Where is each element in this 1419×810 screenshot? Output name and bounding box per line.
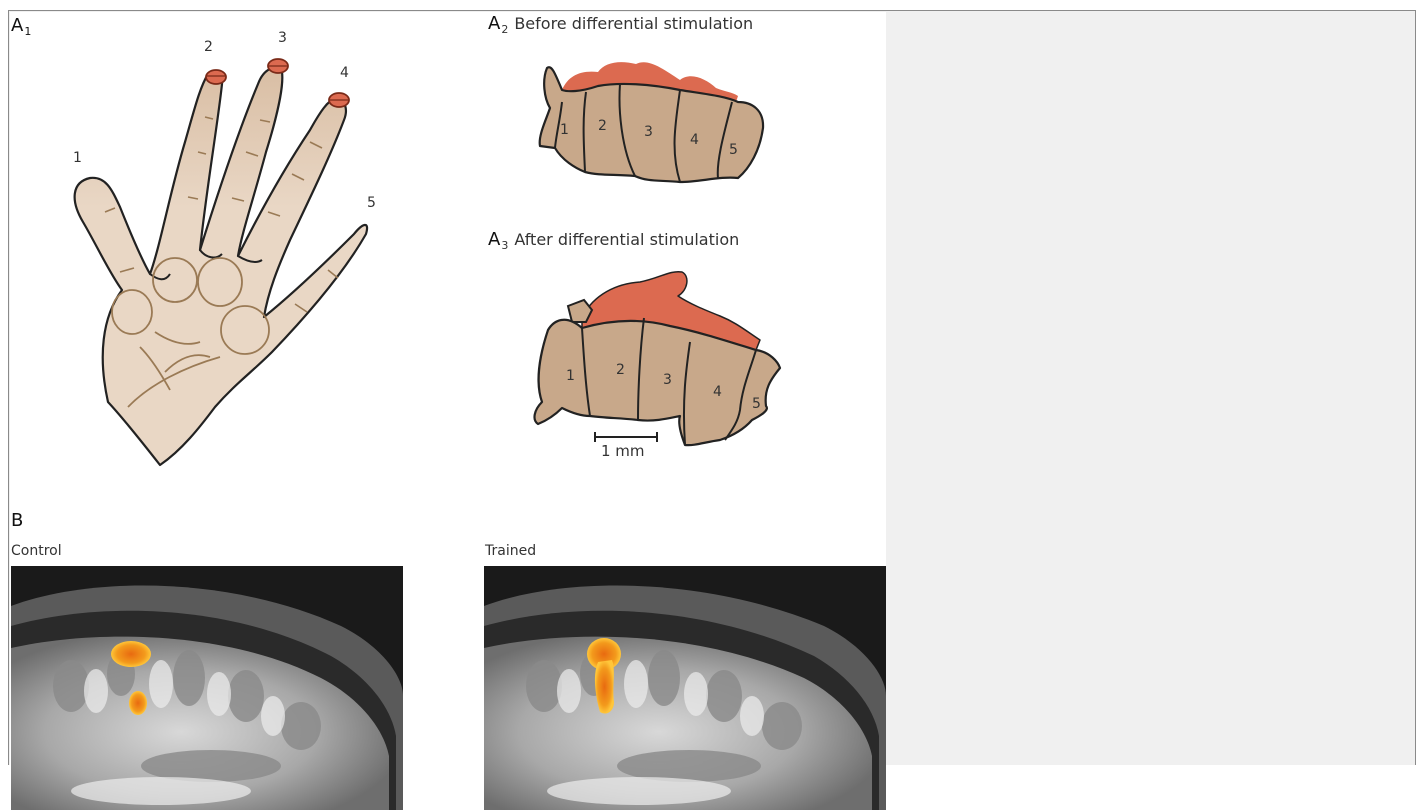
figure-canvas: A1 bbox=[10, 12, 886, 810]
before-region-3: 3 bbox=[644, 124, 653, 140]
after-region-1: 1 bbox=[566, 368, 575, 384]
finger-label-5: 5 bbox=[367, 195, 376, 211]
before-region-2: 2 bbox=[598, 118, 607, 134]
mri-scan-trained bbox=[484, 566, 886, 810]
cortical-map-before: 1 2 3 4 5 bbox=[520, 50, 780, 190]
finger-label-4: 4 bbox=[340, 65, 349, 81]
panel-label-b: B bbox=[11, 510, 23, 531]
mri-scan-control bbox=[11, 566, 403, 810]
after-region-3: 3 bbox=[663, 372, 672, 388]
after-region-5: 5 bbox=[752, 396, 761, 412]
after-region-2: 2 bbox=[616, 362, 625, 378]
scan-label-control: Control bbox=[11, 543, 62, 559]
after-region-4: 4 bbox=[713, 384, 722, 400]
finger-label-1: 1 bbox=[73, 150, 82, 166]
hand-illustration: 1 2 3 4 5 bbox=[10, 12, 430, 482]
before-region-1: 1 bbox=[560, 122, 569, 138]
cortical-map-after: 1 2 3 4 5 bbox=[520, 270, 800, 450]
before-region-5: 5 bbox=[729, 142, 738, 158]
scale-bar-label: 1 mm bbox=[601, 442, 645, 460]
before-region-4: 4 bbox=[690, 132, 699, 148]
scan-label-trained: Trained bbox=[485, 543, 536, 559]
finger-label-2: 2 bbox=[204, 39, 213, 55]
hand-outline bbox=[75, 68, 367, 465]
finger-label-3: 3 bbox=[278, 30, 287, 46]
